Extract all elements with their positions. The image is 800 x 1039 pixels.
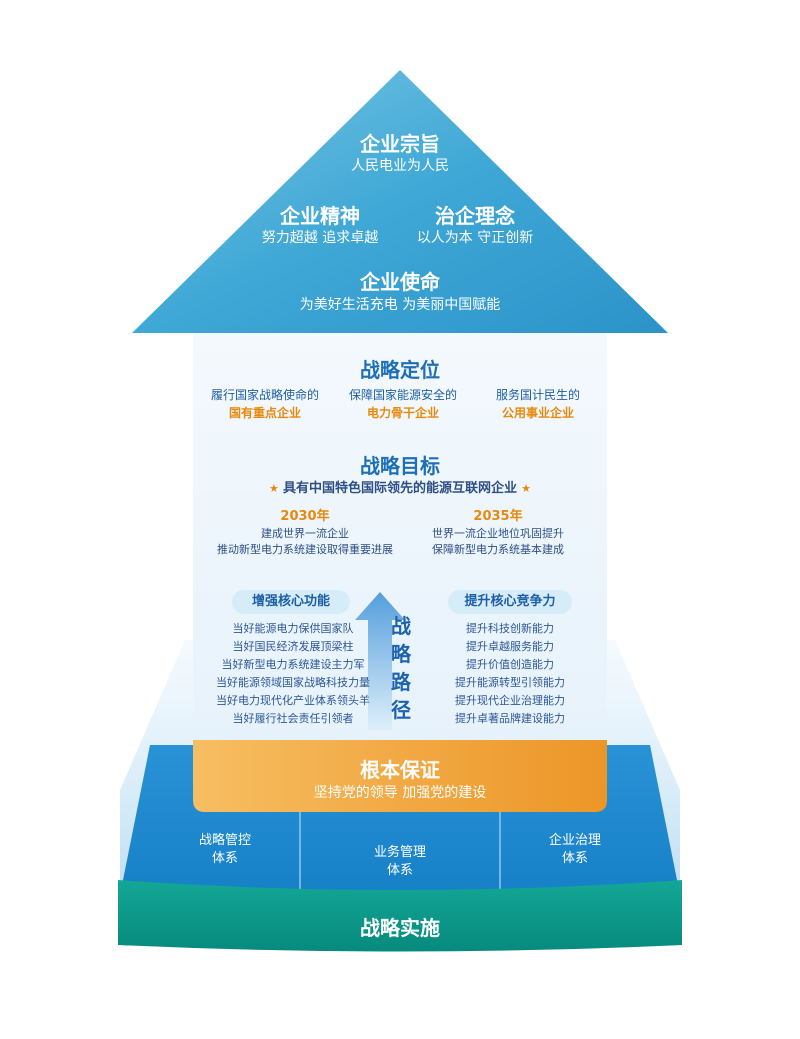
- list-item: 当好国民经济发展顶梁柱: [232, 640, 354, 653]
- list-item: 当好能源领域国家战略科技力量: [216, 676, 370, 689]
- star-icon: ★: [521, 482, 532, 495]
- pillar-line: 战略管控: [198, 833, 251, 848]
- strategy-path-label: 战 略 路 径: [386, 612, 416, 724]
- milestone-line: 世界一流企业地位巩固提升: [432, 527, 564, 540]
- list-item: 当好履行社会责任引领者: [232, 712, 354, 725]
- spirit-text: 努力超越 追求卓越: [261, 230, 379, 246]
- pillar-line: 体系: [561, 851, 588, 866]
- path-char: 路: [391, 670, 411, 694]
- positioning-item: 履行国家战略使命的 国有重点企业: [195, 386, 335, 422]
- positioning-item-line2: 电力骨干企业: [366, 406, 439, 420]
- list-item: 当好新型电力系统建设主力军: [221, 658, 365, 671]
- list-item: 提升卓著品牌建设能力: [455, 712, 565, 725]
- purpose-title: 企业宗旨: [360, 132, 440, 156]
- implementation-title: 战略实施: [360, 916, 440, 940]
- positioning-item: 保障国家能源安全的 电力骨干企业: [333, 386, 473, 422]
- core-competitiveness-label: 提升核心竞争力: [448, 590, 572, 614]
- positioning-title: 战略定位: [360, 358, 440, 382]
- milestone-line: 推动新型电力系统建设取得重要进展: [217, 543, 393, 556]
- positioning-item-line1: 保障国家能源安全的: [348, 388, 457, 402]
- pillar-line: 企业治理: [548, 833, 601, 848]
- path-char: 略: [391, 642, 411, 666]
- pillar-line: 业务管理: [373, 845, 426, 860]
- milestone-year: 2030年: [280, 509, 330, 524]
- goal-title: 战略目标: [360, 454, 440, 478]
- milestone-year: 2035年: [473, 509, 523, 524]
- list-item: 提升价值创造能力: [466, 658, 554, 671]
- milestone-2035: 2035年 世界一流企业地位巩固提升 保障新型电力系统基本建成: [398, 508, 598, 558]
- pillar-corporate-governance: 企业治理 体系: [520, 832, 630, 868]
- pillar-line: 体系: [386, 863, 413, 878]
- milestone-2030: 2030年 建成世界一流企业 推动新型电力系统建设取得重要进展: [200, 508, 410, 558]
- core-competitiveness-list: 提升科技创新能力 提升卓越服务能力 提升价值创造能力 提升能源转型引领能力 提升…: [428, 620, 592, 728]
- mission-title: 企业使命: [360, 270, 440, 294]
- goal-headline-row: ★ 具有中国特色国际领先的能源互联网企业 ★: [220, 480, 580, 498]
- pillar-strategy-control: 战略管控 体系: [170, 832, 280, 868]
- pillar-line: 体系: [211, 851, 238, 866]
- list-item: 提升能源转型引领能力: [455, 676, 565, 689]
- positioning-item-line2: 公用事业企业: [501, 406, 574, 420]
- path-char: 战: [391, 614, 411, 638]
- star-icon: ★: [268, 482, 279, 495]
- purpose-text: 人民电业为人民: [351, 158, 449, 174]
- milestone-line: 保障新型电力系统基本建成: [432, 543, 564, 556]
- guarantee-title: 根本保证: [360, 758, 440, 782]
- list-item: 提升卓越服务能力: [466, 640, 554, 653]
- philosophy-text: 以人为本 守正创新: [416, 230, 534, 246]
- guarantee-text: 坚持党的领导 加强党的建设: [313, 785, 487, 801]
- list-item: 提升现代企业治理能力: [455, 694, 565, 707]
- path-char: 径: [391, 698, 411, 722]
- pillar-business-management: 业务管理 体系: [345, 844, 455, 880]
- mission-text: 为美好生活充电 为美丽中国赋能: [299, 297, 501, 313]
- list-item: 提升科技创新能力: [466, 622, 554, 635]
- core-function-label: 增强核心功能: [232, 590, 350, 614]
- positioning-item-line1: 服务国计民生的: [495, 388, 580, 402]
- core-function-list: 当好能源电力保供国家队 当好国民经济发展顶梁柱 当好新型电力系统建设主力军 当好…: [200, 620, 386, 728]
- list-item: 当好电力现代化产业体系领头羊: [216, 694, 370, 707]
- spirit-title: 企业精神: [280, 204, 360, 228]
- positioning-item-line1: 履行国家战略使命的: [210, 388, 319, 402]
- list-item: 当好能源电力保供国家队: [232, 622, 354, 635]
- positioning-item-line2: 国有重点企业: [228, 406, 301, 420]
- philosophy-title: 治企理念: [435, 204, 515, 228]
- milestone-line: 建成世界一流企业: [261, 527, 349, 540]
- positioning-item: 服务国计民生的 公用事业企业: [468, 386, 608, 422]
- goal-headline: 具有中国特色国际领先的能源互联网企业: [282, 481, 517, 496]
